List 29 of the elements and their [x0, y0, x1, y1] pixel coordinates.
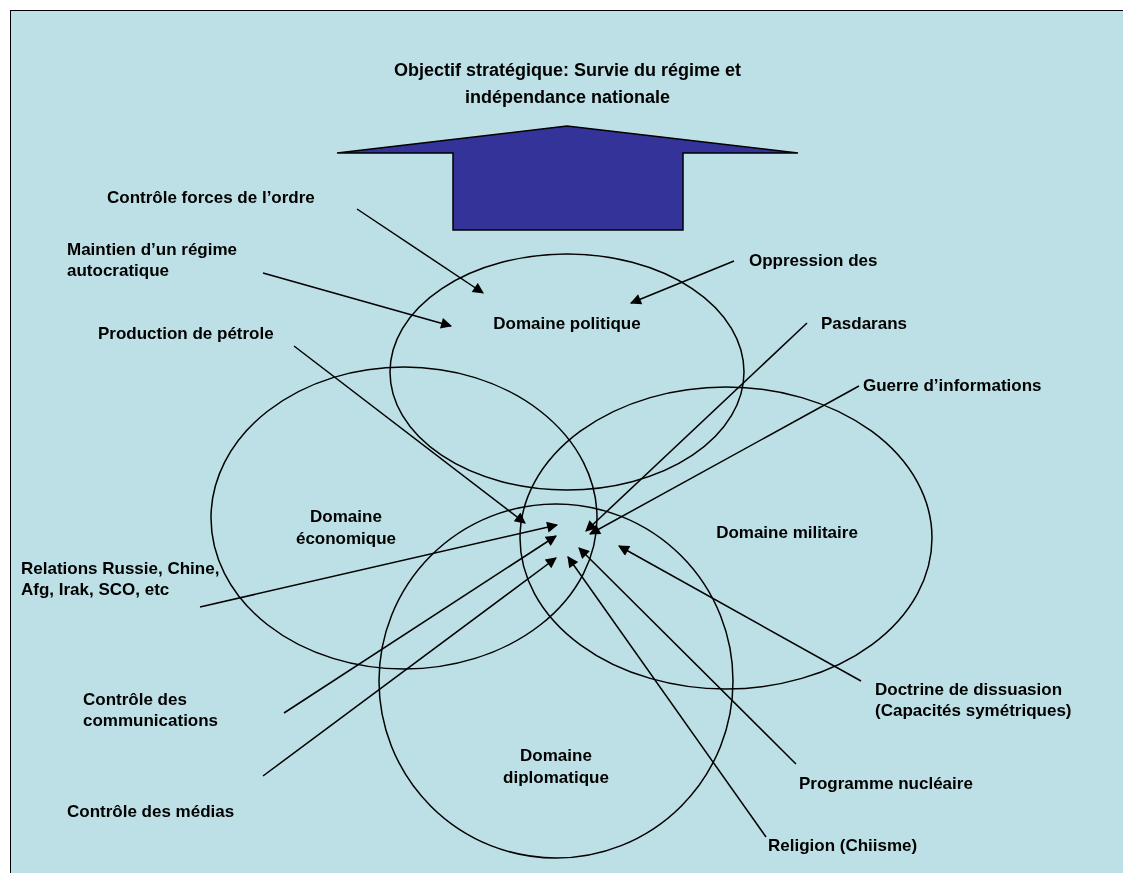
leader-arrow	[567, 556, 767, 838]
factor-label: Pasdarans	[821, 313, 907, 334]
factor-label: Relations Russie, Chine, Afg, Irak, SCO, etc	[21, 558, 221, 600]
title-text: Objectif stratégique: Survie du régime et indépendance nationale	[392, 59, 743, 109]
leader-arrow	[293, 345, 526, 524]
factor-label: Maintien d’un régime autocratique	[67, 239, 307, 281]
leader-arrow	[618, 545, 862, 682]
factor-label: Contrôle des communications	[83, 689, 273, 731]
factor-label: Contrôle des médias	[67, 801, 235, 822]
factor-label: Contrôle forces de l’ordre	[107, 187, 315, 208]
leader-arrow	[262, 557, 557, 777]
domain-label: Domaine militaire	[715, 522, 859, 544]
leader-arrow	[199, 521, 559, 608]
factor-label: Doctrine de dissuasion (Capacités symétriques)	[875, 679, 1123, 721]
leader-arrow	[356, 208, 484, 294]
domain-label: Domaine économique	[294, 506, 398, 550]
factor-label: Oppression des	[749, 250, 878, 271]
factor-label: Programme nucléaire	[799, 773, 973, 794]
factor-label: Religion (Chiisme)	[768, 835, 918, 856]
factor-label: Production de pétrole	[98, 323, 274, 344]
leader-arrow	[630, 260, 735, 305]
leader-arrow	[262, 272, 453, 329]
leader-arrow	[589, 385, 860, 535]
leader-arrow	[578, 547, 797, 765]
domain-label: Domaine diplomatique	[502, 745, 610, 789]
leader-arrow	[283, 535, 557, 714]
leader-arrow	[585, 322, 808, 532]
factor-label: Guerre d’informations	[863, 375, 1042, 396]
domain-label: Domaine politique	[492, 313, 642, 335]
